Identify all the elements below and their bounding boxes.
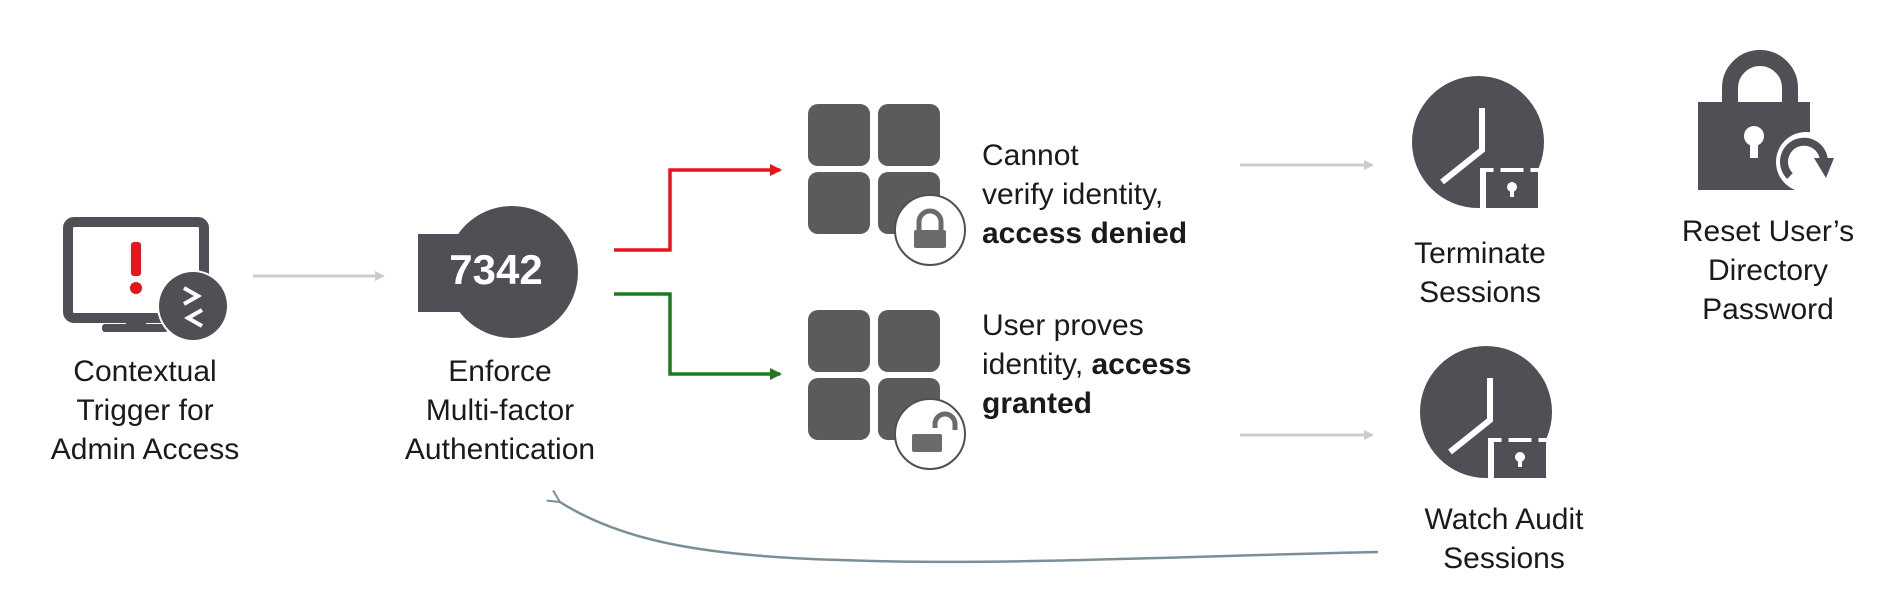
monitor-alert-icon (63, 217, 229, 342)
granted-outcome-text: User proves identity, access granted (982, 309, 1192, 420)
loop-back-arrow (560, 502, 1379, 564)
otp-code-icon: 7342 (418, 206, 578, 338)
padlock-refresh-icon (1698, 50, 1836, 192)
clock-lock-icon (1412, 76, 1544, 212)
app-grid-unlocked-icon (808, 310, 966, 470)
trigger-label: Contextual Trigger for Admin Access (50, 355, 240, 466)
app-grid-locked-icon (808, 104, 966, 266)
reset-password-label: Reset User’s Directory Password (1681, 215, 1855, 326)
denied-outcome-text: Cannot verify identity, access denied (982, 139, 1188, 250)
otp-code-text: 7342 (449, 246, 542, 293)
terminate-label: Terminate Sessions (1414, 237, 1546, 309)
clock-lock-icon (1420, 346, 1552, 482)
mfa-label: Enforce Multi-factor Authentication (404, 355, 596, 466)
grant-branch-arrow (614, 292, 782, 380)
watch-audit-label: Watch Audit Sessions (1424, 503, 1584, 575)
deny-branch-arrow (614, 164, 782, 252)
